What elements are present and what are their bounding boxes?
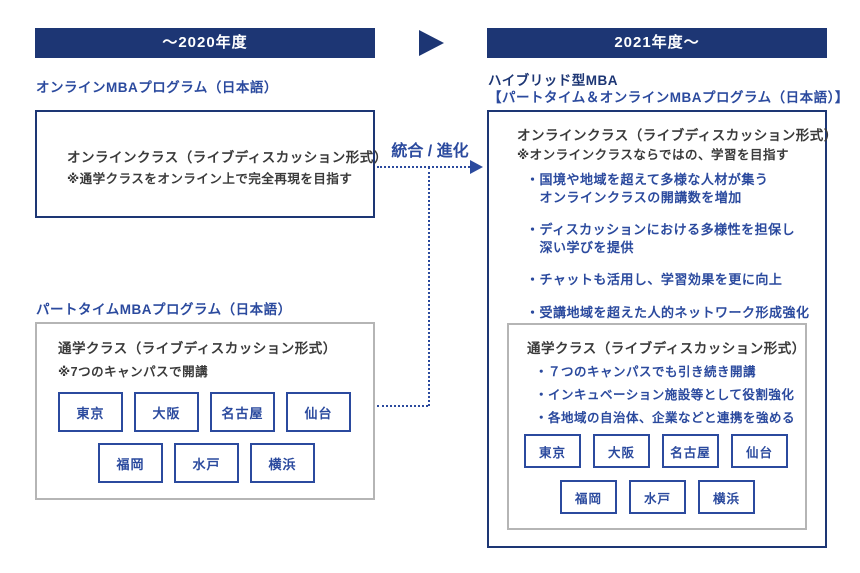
online-class-benefits-list: ・国境や地域を超えて多様な人材が集う オンラインクラスの開講数を増加 ・ディスカ…: [526, 171, 810, 321]
campus-box-yokohama: 横浜: [250, 443, 315, 483]
campus-box-tokyo: 東京: [58, 392, 123, 432]
header-after-2021: 2021年度～: [487, 28, 827, 58]
commute-class-box: 通学クラス（ライブディスカッション形式） ※7つのキャンパスで開講 東京 大阪 …: [35, 322, 375, 500]
hybrid-online-class-title: オンラインクラス（ライブディスカッション形式）: [517, 128, 838, 143]
campus-box-mito: 水戸: [629, 480, 686, 514]
hybrid-commute-class-box: 通学クラス（ライブディスカッション形式） ・７つのキャンパスでも引き続き開講 ・…: [507, 323, 807, 530]
campus-box-nagoya: 名古屋: [210, 392, 275, 432]
commute-class-benefit: ・インキュベーション施設等として役割強化: [535, 387, 795, 402]
commute-class-title: 通学クラス（ライブディスカッション形式）: [58, 341, 337, 356]
campus-box-tokyo: 東京: [524, 434, 581, 468]
header-before-2020: ～2020年度: [35, 28, 375, 58]
online-class-benefit: ・ディスカッションにおける多様性を担保し 深い学びを提供: [526, 222, 796, 255]
campus-box-sendai: 仙台: [731, 434, 788, 468]
online-class-benefit: ・チャットも活用し、学習効果を更に向上: [526, 272, 783, 288]
parttime-mba-program-heading: パートタイムMBAプログラム（日本語）: [36, 302, 292, 317]
online-class-title: オンラインクラス（ライブディスカッション形式）: [67, 150, 388, 165]
campus-box-sendai: 仙台: [286, 392, 351, 432]
campus-box-fukuoka: 福岡: [98, 443, 163, 483]
transition-arrow-icon: [419, 30, 444, 56]
campus-box-osaka: 大阪: [593, 434, 650, 468]
campus-box-nagoya: 名古屋: [662, 434, 719, 468]
commute-class-benefit: ・各地域の自治体、企業などと連携を強める: [535, 410, 796, 425]
online-class-box: オンラインクラス（ライブディスカッション形式） ※通学クラスをオンライン上で完全…: [35, 110, 387, 218]
online-mba-program-heading: オンラインMBAプログラム（日本語）: [36, 80, 278, 95]
campus-row-2: 福岡 水戸 横浜: [98, 443, 315, 483]
connector-arrowhead-icon: [470, 160, 483, 174]
campus-row-2: 福岡 水戸 横浜: [560, 480, 755, 514]
commute-class-note: ※7つのキャンパスで開講: [58, 365, 209, 379]
hybrid-mba-heading: ハイブリッド型MBA: [488, 73, 618, 88]
hybrid-program-box: オンラインクラス（ライブディスカッション形式） ※オンラインクラスならではの、学…: [487, 110, 837, 548]
hybrid-online-class-note: ※オンラインクラスならではの、学習を目指す: [517, 148, 790, 162]
integration-evolution-label: 統合 / 進化: [391, 143, 469, 160]
online-class-note: ※通学クラスをオンライン上で完全再現を目指す: [67, 172, 353, 186]
campus-box-osaka: 大阪: [134, 392, 199, 432]
hybrid-commute-class-title: 通学クラス（ライブディスカッション形式）: [527, 341, 806, 356]
commute-class-benefit: ・７つのキャンパスでも引き続き開講: [535, 365, 757, 379]
online-class-benefit: ・受講地域を超えた人的ネットワーク形成強化: [526, 304, 810, 320]
campus-box-yokohama: 横浜: [698, 480, 755, 514]
connector-line-bottom: [377, 405, 428, 407]
online-class-benefit: ・国境や地域を超えて多様な人材が集う オンラインクラスの開講数を増加: [526, 172, 769, 205]
campus-row-1: 東京 大阪 名古屋 仙台: [58, 392, 351, 432]
connector-line-vertical: [428, 167, 430, 406]
commute-class-benefits-list: ・７つのキャンパスでも引き続き開講 ・インキュベーション施設等として役割強化 ・…: [535, 364, 795, 427]
connector-line-top: [377, 166, 470, 168]
campus-box-mito: 水戸: [174, 443, 239, 483]
campus-row-1: 東京 大阪 名古屋 仙台: [524, 434, 788, 468]
campus-box-fukuoka: 福岡: [560, 480, 617, 514]
hybrid-mba-subheading: 【パートタイム＆オンラインMBAプログラム（日本語）】: [488, 90, 849, 105]
